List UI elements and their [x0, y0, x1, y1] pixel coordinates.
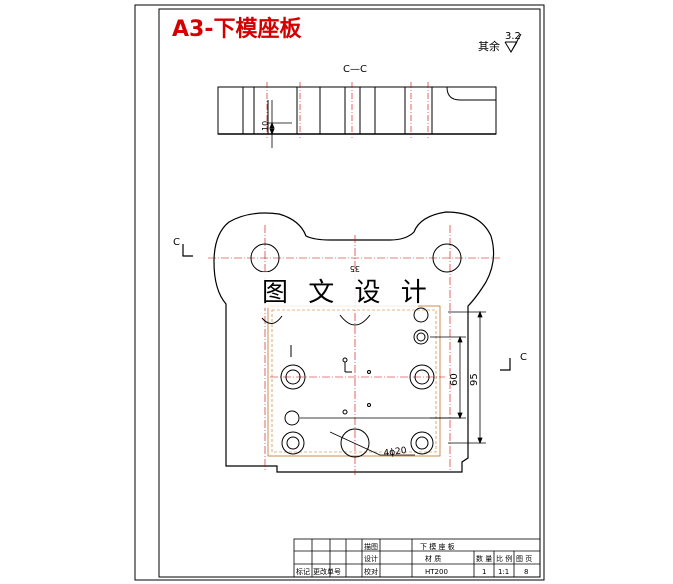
- section-marker-left-label: C: [173, 237, 180, 248]
- tb-sheet-label: 图 页: [516, 555, 532, 563]
- tb-checked: 校对: [364, 567, 378, 576]
- tb-material-label: 材 质: [425, 554, 441, 563]
- tb-change-doc: 更改单号: [313, 567, 341, 576]
- roughness-prefix: 其余: [478, 39, 500, 53]
- section-centerlines: [266, 82, 429, 138]
- outer-border: [134, 4, 545, 581]
- tb-designed: 设计: [364, 554, 378, 563]
- hole-leader: [329, 431, 415, 456]
- inner-pocket: [267, 305, 441, 457]
- roughness-symbol: 其余 3.2: [478, 31, 522, 53]
- section-marker-right-label: C: [520, 352, 527, 363]
- section-marker-left: [182, 244, 193, 257]
- roughness-value: 3.2: [505, 31, 521, 42]
- section-view: [217, 86, 497, 135]
- tb-scale: 1:1: [498, 568, 509, 576]
- tb-qty: 1: [482, 568, 486, 576]
- screw-holes: [261, 307, 435, 458]
- tb-drawn: 描图: [364, 542, 378, 551]
- small-marks: [290, 345, 352, 373]
- thickness-dimension: [268, 100, 292, 148]
- dim-hole: 4ϕ20: [383, 446, 408, 459]
- tb-scale-label: 比 例: [496, 554, 512, 563]
- tb-mark: 标记: [296, 567, 310, 576]
- title-block: [293, 538, 541, 578]
- tb-qty-label: 数 量: [476, 554, 492, 563]
- tb-part-name: 下 模 座 板: [420, 542, 455, 551]
- plate-outline: [213, 211, 495, 473]
- vertical-dimensions: [300, 310, 486, 445]
- dim-95: 95: [469, 373, 480, 386]
- section-label: C—C: [343, 64, 367, 75]
- dim-60: 60: [449, 373, 460, 386]
- tb-material: HT200: [425, 568, 448, 576]
- tb-sheet: 8: [524, 568, 528, 576]
- watermark: 图 文 设 计: [262, 278, 433, 308]
- dim-center: 35: [350, 264, 360, 273]
- dim-thickness: 10: [261, 121, 270, 131]
- section-marker-right: [500, 358, 511, 371]
- drawing-title: A3-下模座板: [172, 16, 302, 42]
- watermark-bg: [258, 272, 418, 308]
